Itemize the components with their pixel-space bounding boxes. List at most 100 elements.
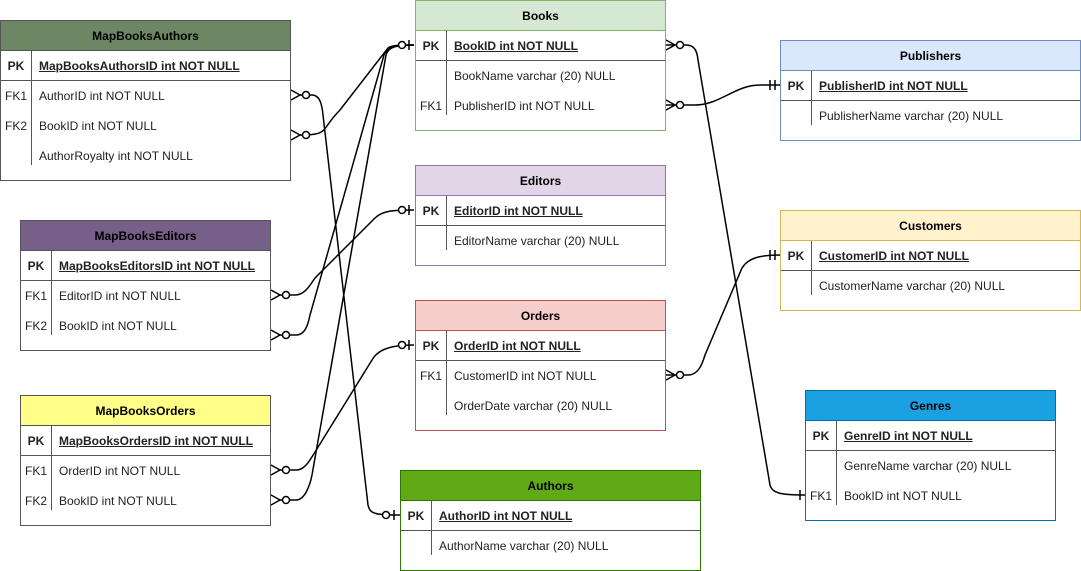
table-title: Genres (806, 391, 1055, 421)
table-title: Customers (781, 211, 1080, 241)
pk-row[interactable]: PK MapBooksOrdersID int NOT NULL (21, 426, 270, 456)
field-name: CustomerID int NOT NULL (454, 369, 597, 383)
marker-mba-book-circle (301, 130, 311, 140)
pk-field: MapBooksOrdersID int NOT NULL (59, 434, 254, 448)
fk-key: FK1 (809, 489, 832, 503)
column-divider (446, 61, 447, 115)
column-divider (51, 281, 52, 335)
field-rows: AuthorName varchar (20) NULL (401, 531, 700, 561)
pk-row[interactable]: PK EditorID int NOT NULL (416, 196, 665, 226)
field-row[interactable]: FK1 AuthorID int NOT NULL (1, 81, 290, 111)
field-row[interactable]: BookName varchar (20) NULL (416, 61, 665, 91)
fk-key: FK1 (419, 99, 442, 113)
marker-mbe-book-foot (270, 329, 282, 341)
fk-key: FK2 (4, 119, 27, 133)
field-row[interactable]: FK2 BookID int NOT NULL (21, 311, 270, 341)
fk-key (416, 226, 446, 256)
field-row[interactable]: OrderDate varchar (20) NULL (416, 391, 665, 421)
table-mapbooksauthors[interactable]: MapBooksAuthors PK MapBooksAuthorsID int… (0, 20, 291, 181)
pk-field: GenreID int NOT NULL (844, 429, 973, 443)
table-books[interactable]: Books PK BookID int NOT NULL BookName va… (415, 0, 666, 131)
pk-row[interactable]: PK BookID int NOT NULL (416, 31, 665, 61)
pk-row[interactable]: PK MapBooksAuthorsID int NOT NULL (1, 51, 290, 81)
fk-key: FK2 (24, 494, 47, 508)
pk-row[interactable]: PK PublisherID int NOT NULL (781, 71, 1080, 101)
fk-key (416, 391, 446, 421)
field-row[interactable]: FK1 CustomerID int NOT NULL (416, 361, 665, 391)
field-name: GenreName varchar (20) NULL (844, 459, 1012, 473)
fk-key: FK2 (24, 319, 47, 333)
field-row[interactable]: FK1 EditorID int NOT NULL (21, 281, 270, 311)
field-name: BookID int NOT NULL (844, 489, 962, 503)
pk-field: BookID int NOT NULL (454, 39, 578, 53)
field-row[interactable]: FK2 BookID int NOT NULL (1, 111, 290, 141)
field-row[interactable]: PublisherName varchar (20) NULL (781, 101, 1080, 131)
table-title: MapBooksEditors (21, 221, 270, 251)
field-row[interactable]: AuthorRoyalty int NOT NULL (1, 141, 290, 171)
connector-mapbooksauthors-authors (300, 94, 401, 516)
table-mapbookseditors[interactable]: MapBooksEditors PK MapBooksEditorsID int… (20, 220, 271, 351)
field-rows: FK1 CustomerID int NOT NULL OrderDate va… (416, 361, 665, 421)
field-row[interactable]: GenreName varchar (20) NULL (806, 451, 1055, 481)
column-divider (811, 101, 812, 125)
connector-books-genres (666, 44, 806, 496)
marker-orders-customer-circle (675, 370, 685, 380)
field-name: BookID int NOT NULL (59, 319, 177, 333)
pk-row[interactable]: PK AuthorID int NOT NULL (401, 501, 700, 531)
fk-key (781, 271, 811, 301)
marker-mbo-order-circle (281, 465, 291, 475)
field-row[interactable]: FK1 PublisherID int NOT NULL (416, 91, 665, 121)
marker-books-genre-foot (665, 39, 677, 51)
connector-mapbooksauthors-books (299, 44, 415, 136)
marker-books-publisher-foot (665, 99, 677, 111)
pk-key: PK (787, 79, 805, 93)
fk-key (416, 61, 446, 91)
field-row[interactable]: CustomerName varchar (20) NULL (781, 271, 1080, 301)
field-row[interactable]: EditorName varchar (20) NULL (416, 226, 665, 256)
marker-mbe-book-circle (281, 330, 291, 340)
fk-key: FK1 (4, 89, 27, 103)
marker-orders-customer-foot (665, 369, 677, 381)
table-authors[interactable]: Authors PK AuthorID int NOT NULL AuthorN… (400, 470, 701, 571)
field-name: EditorID int NOT NULL (59, 289, 181, 303)
table-title: Books (416, 1, 665, 31)
table-title: MapBooksOrders (21, 396, 270, 426)
column-divider (446, 226, 447, 250)
pk-key: PK (422, 204, 440, 218)
column-divider (446, 196, 447, 225)
field-row[interactable]: FK1 BookID int NOT NULL (806, 481, 1055, 511)
table-editors[interactable]: Editors PK EditorID int NOT NULL EditorN… (415, 165, 666, 266)
field-name: AuthorName varchar (20) NULL (439, 539, 609, 553)
connector-mapbooksorders-orders (280, 344, 415, 471)
table-genres[interactable]: Genres PK GenreID int NOT NULL GenreName… (805, 390, 1056, 521)
table-orders[interactable]: Orders PK OrderID int NOT NULL FK1 Custo… (415, 300, 666, 431)
field-row[interactable]: FK1 OrderID int NOT NULL (21, 456, 270, 486)
field-row[interactable]: FK2 BookID int NOT NULL (21, 486, 270, 516)
pk-key: PK (27, 434, 45, 448)
pk-key: PK (422, 339, 440, 353)
pk-row[interactable]: PK GenreID int NOT NULL (806, 421, 1055, 451)
column-divider (431, 531, 432, 555)
pk-row[interactable]: PK OrderID int NOT NULL (416, 331, 665, 361)
marker-orders-pk-circle (397, 340, 407, 350)
field-row[interactable]: AuthorName varchar (20) NULL (401, 531, 700, 561)
pk-field: MapBooksAuthorsID int NOT NULL (39, 59, 240, 73)
marker-mba-author-circle (301, 90, 311, 100)
table-title: Authors (401, 471, 700, 501)
marker-mbe-editor-foot (270, 289, 282, 301)
table-customers[interactable]: Customers PK CustomerID int NOT NULL Cus… (780, 210, 1081, 311)
table-mapbooksorders[interactable]: MapBooksOrders PK MapBooksOrdersID int N… (20, 395, 271, 526)
marker-mbo-book-foot (270, 494, 282, 506)
pk-key: PK (787, 249, 805, 263)
field-name: BookName varchar (20) NULL (454, 69, 616, 83)
pk-row[interactable]: PK MapBooksEditorsID int NOT NULL (21, 251, 270, 281)
field-rows: FK1 OrderID int NOT NULL FK2 BookID int … (21, 456, 270, 516)
field-name: BookID int NOT NULL (39, 119, 157, 133)
table-publishers[interactable]: Publishers PK PublisherID int NOT NULL P… (780, 40, 1081, 141)
column-divider (446, 31, 447, 60)
pk-row[interactable]: PK CustomerID int NOT NULL (781, 241, 1080, 271)
pk-key: PK (407, 509, 425, 523)
column-divider (811, 71, 812, 100)
connector-books-publishers (666, 84, 780, 106)
